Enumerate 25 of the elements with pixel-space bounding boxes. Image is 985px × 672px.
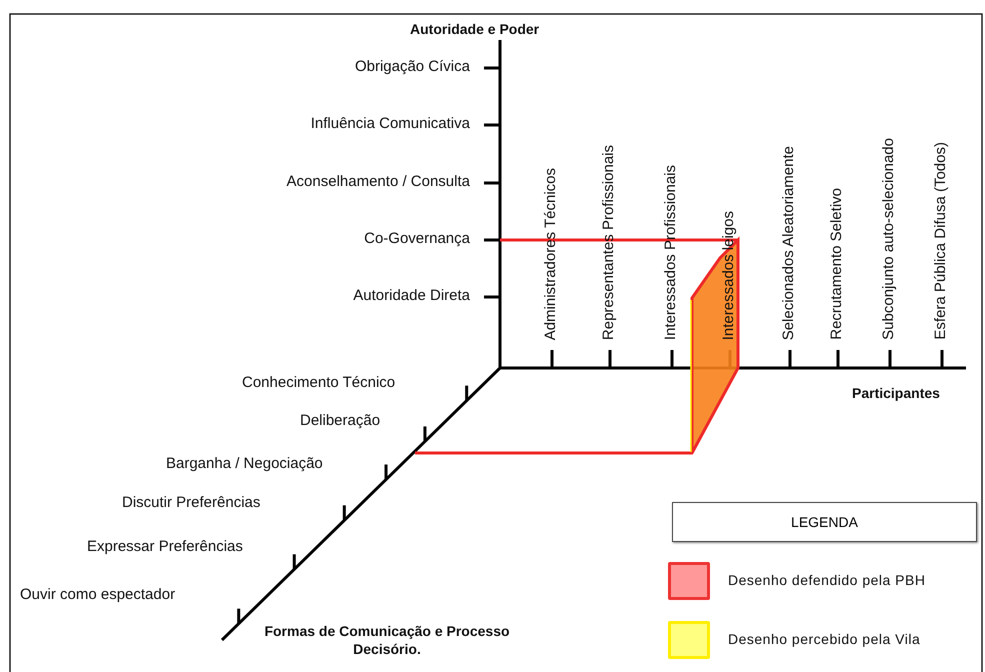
axis-tick-label: Administradores Técnicos (542, 168, 560, 340)
axis-tick-label: Conhecimento Técnico (242, 374, 396, 392)
axis-tick-label: Esfera Pública Difusa (Todos) (932, 142, 950, 340)
axis-title: Formas de Comunicação e Processo Decisório. (263, 622, 511, 658)
legend-label: Desenho defendido pela PBH (728, 571, 926, 589)
axis-tick-label: Interessados leigos (720, 210, 738, 340)
axis-tick-label: Discutir Preferências (122, 494, 260, 512)
axis-tick-label: Expressar Preferências (87, 538, 243, 556)
axis-tick-label: Barganha / Negociação (166, 455, 323, 473)
legend-label: Desenho percebido pela Vila (728, 630, 920, 648)
axis-title: Autoridade e Poder (410, 20, 540, 38)
axis-tick-label: Subconjunto auto-selecionado (880, 138, 898, 340)
axis-title: Participantes (852, 384, 940, 402)
axis-tick-label: Selecionados Aleatoriamente (780, 146, 798, 340)
axis-tick-label: Representantes Profissionais (600, 144, 618, 340)
axis-tick-label: Co-Governança (364, 230, 470, 248)
legend-title-box: LEGENDA (672, 502, 977, 542)
axis-tick-label: Autoridade Direta (353, 287, 470, 305)
axis-tick-label: Recrutamento Seletivo (828, 188, 846, 340)
axis-tick-label: Obrigação Cívica (354, 58, 470, 76)
axis-tick-label: Ouvir como espectador (20, 586, 176, 604)
axis-tick-label: Interessados Profissionais (662, 164, 680, 340)
axis-tick-label: Influência Comunicativa (310, 115, 470, 133)
axis-tick-label: Aconselhamento / Consulta (286, 173, 470, 191)
axis-tick-label: Deliberação (300, 412, 380, 430)
